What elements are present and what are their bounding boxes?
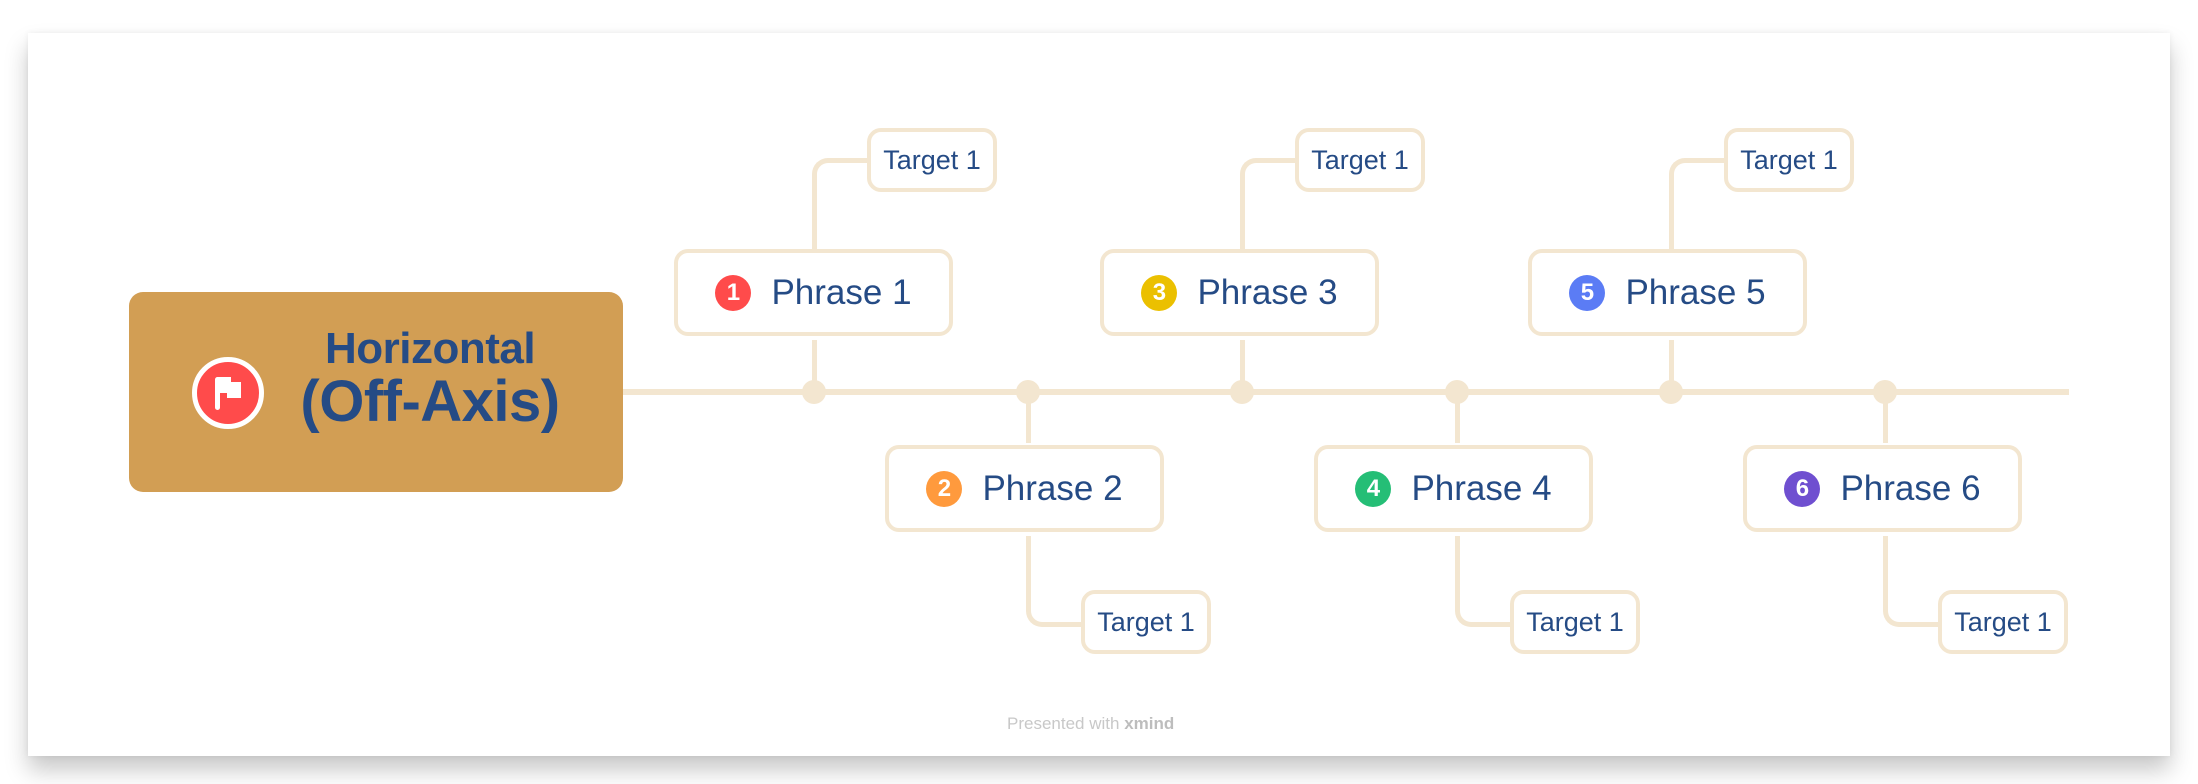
topic-phrase-2[interactable]: 2 Phrase 2 <box>885 445 1164 532</box>
connector-target-5 <box>1669 158 1729 252</box>
topic-phrase-6[interactable]: 6 Phrase 6 <box>1743 445 2022 532</box>
priority-6-icon: 6 <box>1784 470 1821 507</box>
connector-target-1 <box>812 158 872 252</box>
connector-phrase-1 <box>812 340 817 392</box>
topic-label: Phrase 2 <box>982 468 1123 508</box>
connector-phrase-6 <box>1883 392 1888 443</box>
timeline-axis <box>623 389 2069 395</box>
presented-with-footer: Presented with xmind <box>1007 714 1190 734</box>
topic-phrase-1[interactable]: 1 Phrase 1 <box>674 249 953 336</box>
axis-node-1 <box>802 380 826 404</box>
subtopic-target-1[interactable]: Target 1 <box>867 128 997 192</box>
connector-phrase-2 <box>1026 392 1031 443</box>
axis-node-5 <box>1659 380 1683 404</box>
topic-label: Phrase 1 <box>771 272 912 312</box>
topic-label: Phrase 3 <box>1197 272 1338 312</box>
flag-icon <box>192 357 264 429</box>
axis-node-6 <box>1873 380 1897 404</box>
priority-5-icon: 5 <box>1569 274 1606 311</box>
subtopic-target-5[interactable]: Target 1 <box>1724 128 1854 192</box>
topic-label: Phrase 6 <box>1840 468 1981 508</box>
central-topic-title[interactable]: Horizontal (Off-Axis) <box>280 324 580 435</box>
xmind-brand: xmind <box>1124 714 1175 733</box>
priority-4-icon: 4 <box>1355 470 1392 507</box>
topic-phrase-4[interactable]: 4 Phrase 4 <box>1314 445 1593 532</box>
subtopic-target-6[interactable]: Target 1 <box>1938 590 2068 654</box>
footer-prefix: Presented with <box>1007 714 1125 733</box>
central-topic-line-1: Horizontal <box>324 324 536 373</box>
topic-phrase-5[interactable]: 5 Phrase 5 <box>1528 249 1807 336</box>
priority-3-icon: 3 <box>1141 274 1178 311</box>
connector-target-4 <box>1455 536 1515 627</box>
topic-label: Phrase 4 <box>1411 468 1552 508</box>
connector-phrase-4 <box>1455 392 1460 443</box>
subtopic-target-3[interactable]: Target 1 <box>1295 128 1425 192</box>
axis-node-4 <box>1445 380 1469 404</box>
connector-target-3 <box>1240 158 1300 252</box>
central-topic-line-2: (Off-Axis) <box>300 369 560 435</box>
connector-target-2 <box>1026 536 1086 627</box>
topic-label: Phrase 5 <box>1625 272 1766 312</box>
axis-node-2 <box>1016 380 1040 404</box>
connector-phrase-5 <box>1669 340 1674 392</box>
subtopic-target-4[interactable]: Target 1 <box>1510 590 1640 654</box>
axis-node-3 <box>1230 380 1254 404</box>
priority-2-icon: 2 <box>926 470 963 507</box>
topic-phrase-3[interactable]: 3 Phrase 3 <box>1100 249 1379 336</box>
priority-1-icon: 1 <box>715 274 752 311</box>
connector-target-6 <box>1883 536 1943 627</box>
subtopic-target-2[interactable]: Target 1 <box>1081 590 1211 654</box>
connector-phrase-3 <box>1240 340 1245 392</box>
